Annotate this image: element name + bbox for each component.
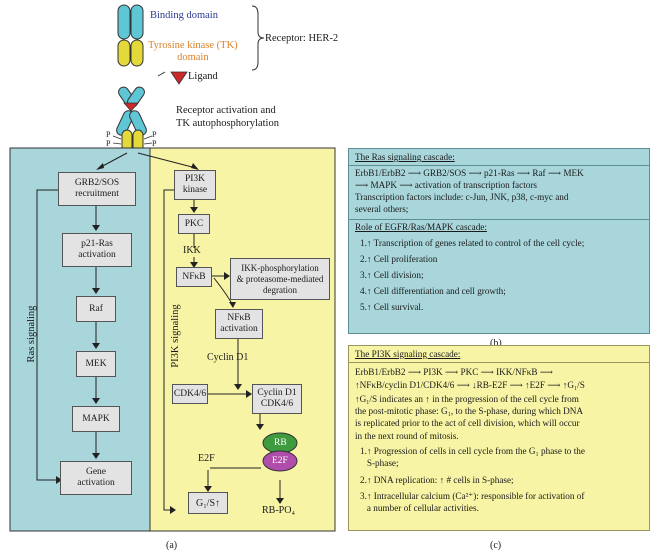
pi3k-node-nfkb-activation: NFκB activation: [215, 309, 263, 339]
ras-cascade-panel: [348, 148, 650, 334]
ras-role-item-3: 3.↑ Cell division;: [360, 270, 424, 280]
ras-role-heading: Role of EGFR/Ras/MAPK cascade:: [355, 222, 487, 232]
pi3k-cascade-heading: The PI3K signaling cascade:: [355, 349, 461, 359]
ras-cascade-divider: [348, 165, 650, 166]
caption-a: (a): [166, 540, 178, 551]
receptor-activation-label: Receptor activation and TK autophosphory…: [176, 105, 279, 129]
pi3k-node-nfkb: NFκB: [176, 267, 212, 287]
pi3k-item-1: 1.↑ Progression of cells in cell cycle f…: [360, 446, 585, 468]
caption-b: (b): [490, 338, 502, 349]
ras-role-divider: [348, 219, 650, 220]
pi3k-loop-line: [163, 189, 174, 511]
ligand-label: Ligand: [188, 71, 218, 82]
tk-domain-label: Tyrosine kinase (TK) domain: [148, 40, 238, 63]
caption-c: (c): [490, 540, 502, 551]
pi3k-arrows: [163, 189, 281, 511]
receptor-binding-domain: [117, 4, 144, 40]
ras-role-item-4: 4.↑ Cell differentiation and cell growth…: [360, 286, 506, 296]
pi3k-label-e2f-free: E2F: [198, 453, 215, 464]
ras-node-gene-activation: Gene activation: [60, 461, 132, 495]
pi3k-panel: [149, 147, 336, 532]
phosphate-label-1: P: [106, 130, 111, 139]
pi3k-node-g1s: G₁/S↑: [188, 492, 228, 514]
pi3k-node-cdk46: CDK4/6: [172, 384, 208, 404]
pi3k-label-rb-po4: RB-PO₄: [262, 505, 295, 516]
pi3k-cascade-divider: [348, 362, 650, 363]
ras-node-mapk: MAPK: [72, 406, 120, 432]
receptor-to-panels-arrows: [98, 152, 197, 169]
e2f-protein: [262, 450, 298, 472]
ras-role-item-2: 2.↑ Cell proliferation: [360, 254, 438, 264]
pi3k-label-ikk: IKK: [183, 245, 201, 256]
ras-node-raf: Raf: [76, 296, 116, 322]
phosphate-label-3: P: [152, 130, 157, 139]
receptor-label: Receptor: HER-2: [265, 33, 339, 44]
pi3k-label-cyclin-d1: Cyclin D1: [207, 352, 249, 363]
pi3k-cascade-panel: [348, 345, 650, 531]
phosphate-label-2: P: [106, 139, 111, 148]
pi3k-item-3: 3.↑ Intracellular calcium (Ca²⁺): respon…: [360, 491, 585, 513]
ras-loop-line: [36, 189, 58, 481]
pi3k-signaling-side-label: PI3K signaling: [170, 304, 181, 368]
ras-cascade-flow: ErbB1/ErbB2 ⟶ GRB2/SOS ⟶ p21-Ras ⟶ Raf ⟶…: [355, 168, 584, 190]
pi3k-label-e2f-bound: E2F: [272, 456, 288, 466]
ras-role-item-1: 1.↑ Transcription of genes related to co…: [360, 238, 585, 248]
phosphate-label-4: P: [152, 139, 157, 148]
ras-role-item-5: 5.↑ Cell survival.: [360, 302, 424, 312]
pi3k-node-cyclin-cdk46: Cyclin D1 CDK4/6: [252, 384, 302, 414]
pi3k-node-pi3k-kinase: PI3K kinase: [174, 170, 216, 200]
pi3k-node-ikk-degradation: IKK-phosphorylation & proteasome-mediate…: [230, 258, 330, 300]
pi3k-label-rb: RB: [274, 438, 287, 448]
pi3k-cascade-explanation: ↑G₁/S indicates an ↑ in the progression …: [355, 394, 584, 441]
receptor-brace: [251, 5, 265, 71]
ras-node-p21-ras: p21-Ras activation: [62, 233, 132, 267]
pi3k-node-pkc: PKC: [178, 214, 210, 234]
pi3k-item-2: 2.↑ DNA replication: ↑ # cells in S-phas…: [360, 475, 514, 485]
binding-domain-label: Binding domain: [150, 10, 218, 21]
ras-node-grb2-sos: GRB2/SOS recruitment: [58, 172, 136, 206]
ras-cascade-heading: The Ras signaling cascade:: [355, 152, 455, 162]
activated-receptor: [112, 86, 153, 153]
ras-signaling-side-label: Ras signaling: [26, 305, 37, 363]
pi3k-cascade-flow: ErbB1/ErbB2 ⟶ PI3K ⟶ PKC ⟶ IKK/NFκB ⟶ ↑N…: [355, 367, 585, 390]
ligand-triangle: [170, 71, 188, 85]
ras-node-mek: MEK: [76, 351, 116, 377]
receptor-tk-domain: [117, 39, 144, 67]
ras-transcription-factors: Transcription factors include: c-Jun, JN…: [355, 192, 569, 214]
